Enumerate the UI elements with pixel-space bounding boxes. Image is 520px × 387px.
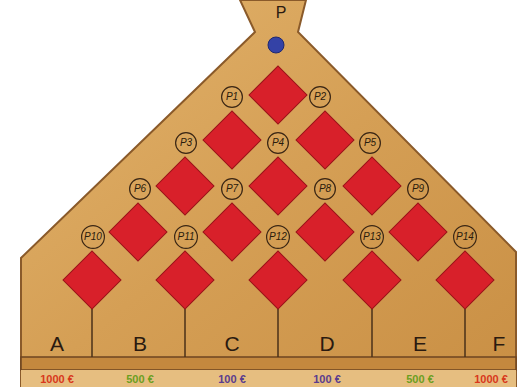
- pin-ring: [175, 226, 198, 249]
- prize-value: 100 €: [218, 374, 246, 385]
- peg-diamond: [63, 251, 121, 309]
- pin-circle: P1: [221, 86, 243, 108]
- pin-ring: [360, 133, 381, 154]
- pin-number: P12: [266, 225, 290, 242]
- pin-ring: [315, 179, 336, 200]
- peg-diamond: [203, 111, 261, 169]
- pin-number: P4: [267, 132, 289, 148]
- pin-ring: [130, 179, 151, 200]
- pin-circle: P9: [407, 178, 429, 200]
- pin-number: P11: [174, 225, 198, 242]
- bin-letter: C: [224, 333, 239, 354]
- pin-circle: P10: [81, 225, 105, 249]
- pin-ring: [82, 226, 105, 249]
- bin-letter: E: [413, 333, 427, 354]
- pin-circle: P5: [359, 132, 381, 154]
- pin-ring: [408, 179, 429, 200]
- pin-ring: [267, 226, 290, 249]
- pin-circle: P8: [314, 178, 336, 200]
- bin-letter: B: [133, 333, 147, 354]
- pin-number: P14: [453, 225, 477, 242]
- pin-circle: P7: [221, 178, 243, 200]
- pin-circle: P6: [129, 178, 151, 200]
- peg-diamond: [296, 111, 354, 169]
- pin-number: P3: [175, 132, 197, 148]
- prize-value: 500 €: [406, 374, 434, 385]
- bin-letter: A: [50, 333, 64, 354]
- peg-diamond: [343, 157, 401, 215]
- pin-circle: P13: [360, 225, 384, 249]
- prize-value: 500 €: [126, 374, 154, 385]
- pin-ring: [454, 226, 477, 249]
- bottom-rail: [21, 357, 516, 370]
- pin-circle: P2: [309, 86, 331, 108]
- prize-value: 1000 €: [474, 374, 508, 385]
- pin-circle: P14: [453, 225, 477, 249]
- prize-value: 1000 €: [40, 374, 74, 385]
- pin-circle: P11: [174, 225, 198, 249]
- prize-strip: [21, 370, 516, 387]
- bin-posts: [92, 309, 465, 357]
- pin-number: P8: [314, 178, 336, 194]
- pin-ring: [176, 133, 197, 154]
- pin-number: P9: [407, 178, 429, 194]
- pin-ring: [268, 133, 289, 154]
- peg-diamond: [343, 251, 401, 309]
- bin-letter: D: [319, 333, 334, 354]
- pin-ring: [361, 226, 384, 249]
- pin-circle: P4: [267, 132, 289, 154]
- pin-number: P13: [360, 225, 384, 242]
- bin-letter: F: [493, 333, 506, 354]
- bin-post: [371, 309, 373, 357]
- prize-value: 100 €: [313, 374, 341, 385]
- pegs: [63, 66, 494, 309]
- bin-post: [277, 309, 279, 357]
- pin-number: P10: [81, 225, 105, 242]
- pin-number: P1: [221, 86, 243, 102]
- wooden-board: [21, 0, 516, 387]
- pin-circle: P3: [175, 132, 197, 154]
- pin-number: P6: [129, 178, 151, 194]
- bin-post: [91, 309, 93, 357]
- peg-diamond: [436, 251, 494, 309]
- peg-diamond: [156, 251, 214, 309]
- pin-number: P2: [309, 86, 331, 102]
- peg-diamond: [249, 157, 307, 215]
- pin-ring: [222, 179, 243, 200]
- pin-ring: [222, 87, 243, 108]
- peg-diamond: [109, 203, 167, 261]
- bin-post: [184, 309, 186, 357]
- peg-diamond: [296, 203, 354, 261]
- ball: [268, 37, 284, 53]
- peg-diamond: [249, 66, 307, 124]
- peg-diamond: [249, 251, 307, 309]
- start-label: P: [276, 5, 287, 21]
- pin-circle: P12: [266, 225, 290, 249]
- bin-post: [464, 309, 466, 357]
- pin-number: P5: [359, 132, 381, 148]
- pin-ring: [310, 87, 331, 108]
- peg-diamond: [203, 203, 261, 261]
- pin-number: P7: [221, 178, 243, 194]
- peg-diamond: [156, 157, 214, 215]
- peg-diamond: [389, 203, 447, 261]
